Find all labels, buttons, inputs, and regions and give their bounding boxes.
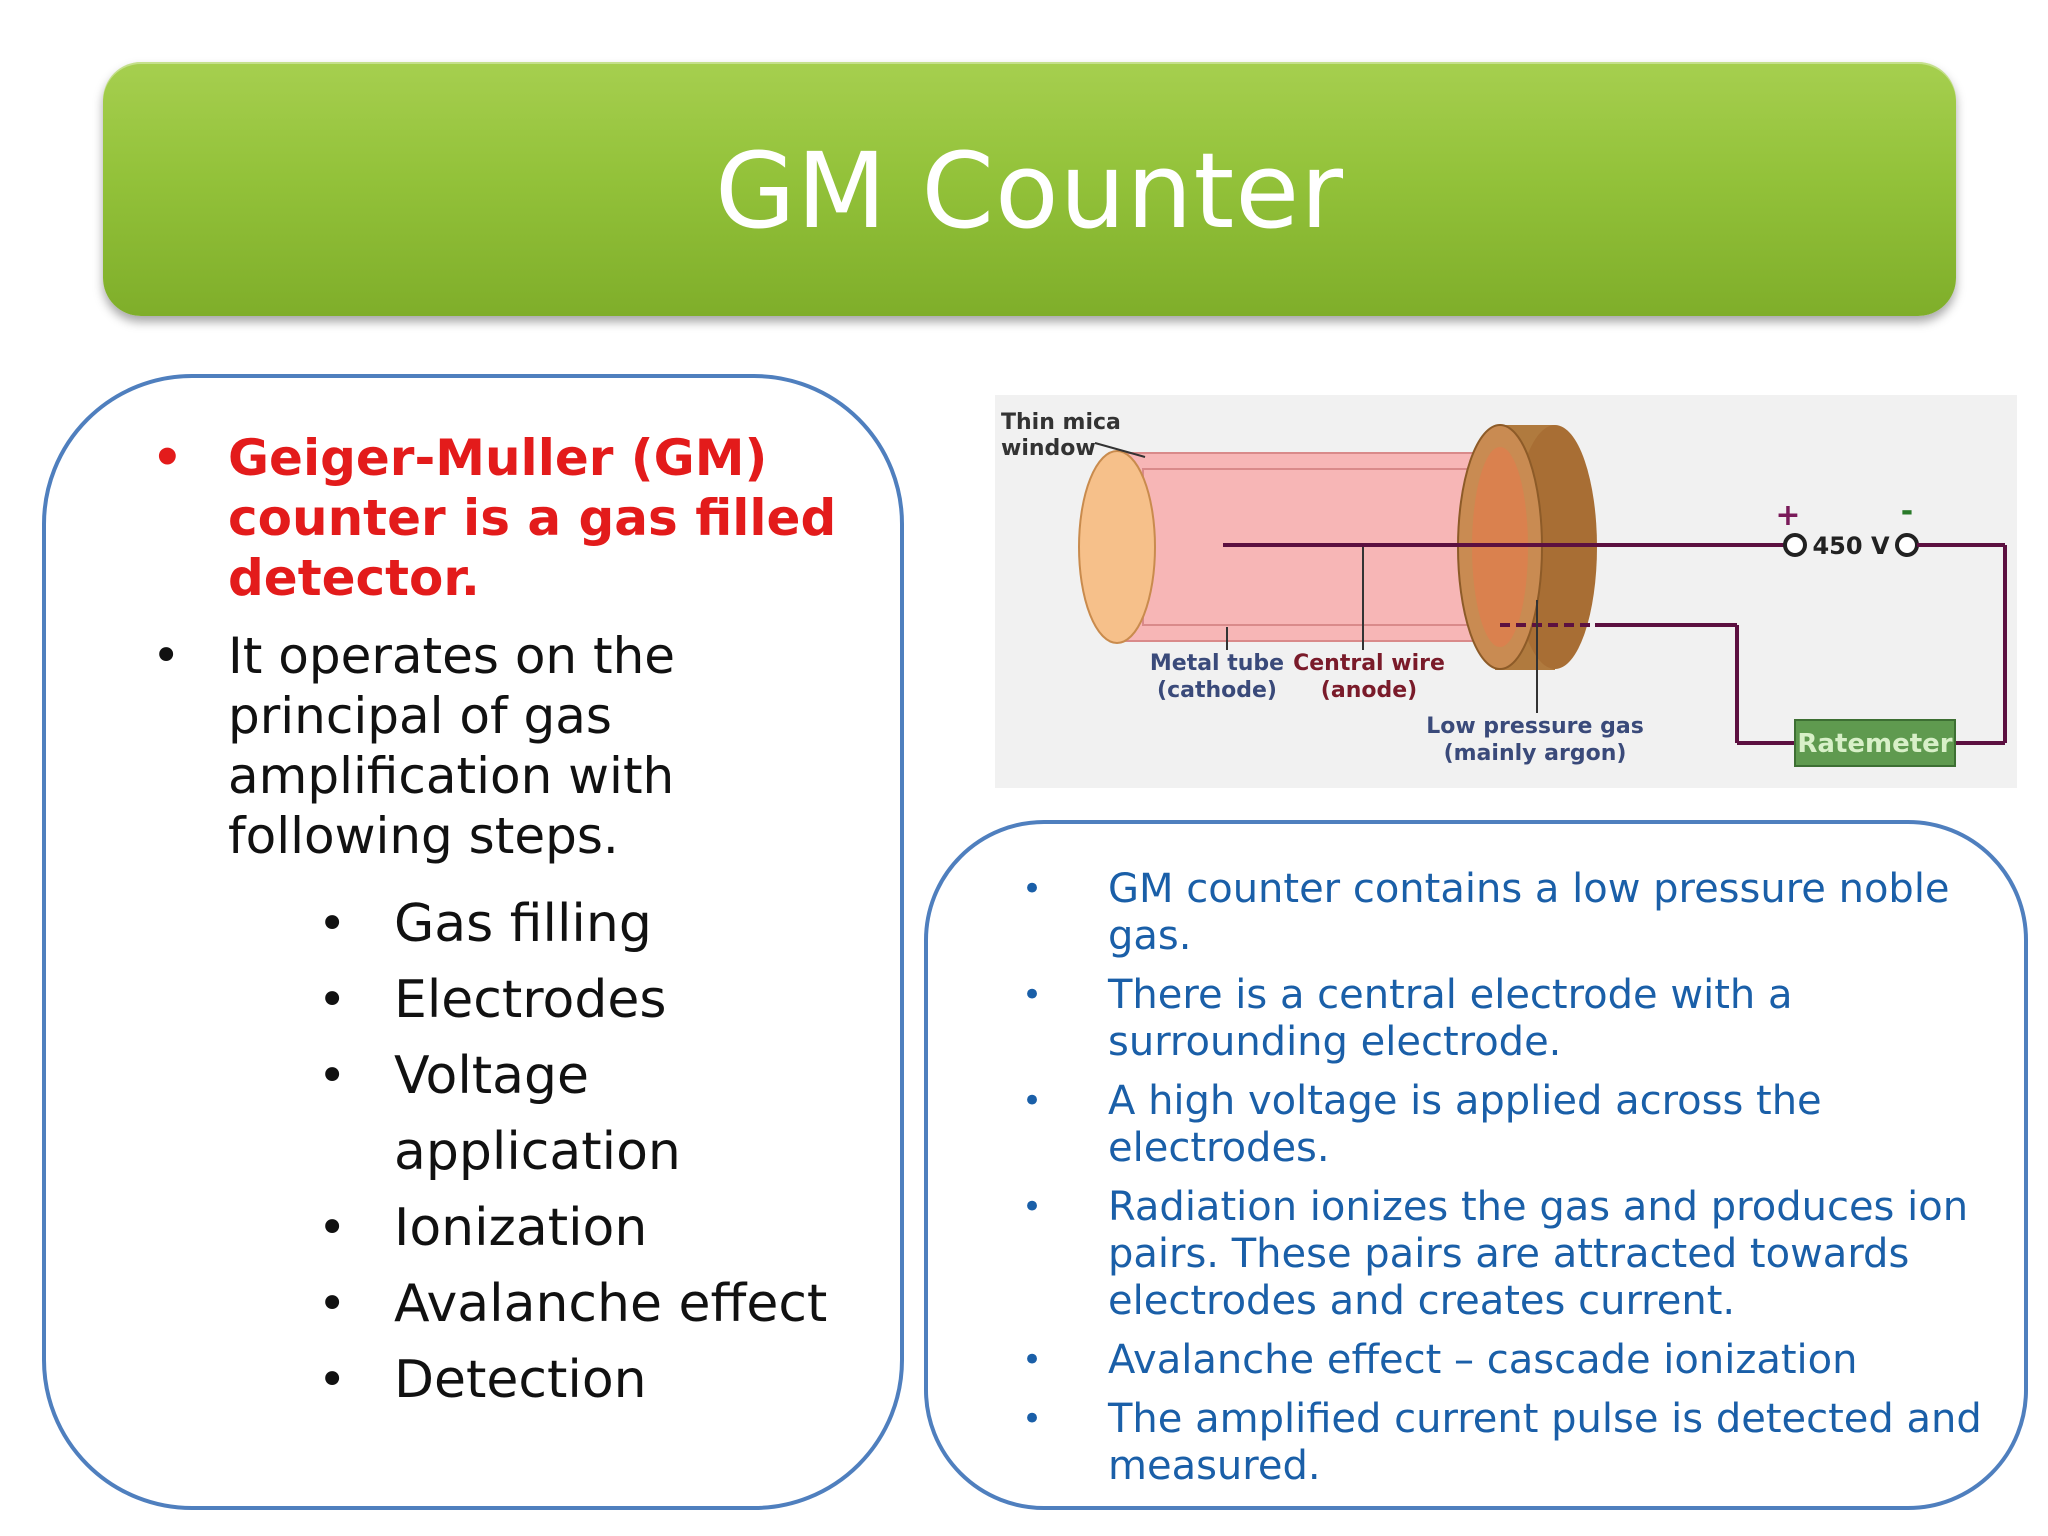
bullet-text: The amplified current pulse is detected … (1108, 1396, 1982, 1489)
bullet-icon: • (318, 972, 347, 1028)
list-item: • Avalanche effect – cascade ionization (978, 1337, 1998, 1384)
gm-tube-svg: Ratemeter + - 450 V Thin mica window Met… (1001, 410, 2007, 767)
list-item: • Ionization (228, 1190, 870, 1266)
bullet-text: There is a central electrode with a surr… (1108, 972, 1793, 1065)
bullet-icon: • (1022, 975, 1043, 1015)
bullet-icon: • (1022, 869, 1043, 909)
slide-title: GM Counter (715, 130, 1344, 252)
bullet-text: Avalanche effect – cascade ionization (1108, 1337, 1858, 1383)
list-item: • A high voltage is applied across the el… (978, 1078, 1998, 1172)
step-text: Voltage application (394, 1046, 681, 1182)
bullet-icon: • (1022, 1187, 1043, 1227)
list-item: • Gas filling (228, 886, 870, 962)
bullet-text: Geiger-Muller (GM) counter is a gas fill… (228, 429, 837, 607)
list-item: • Detection (228, 1342, 870, 1418)
bullet-icon: • (318, 1352, 347, 1408)
step-text: Detection (394, 1350, 647, 1410)
steps-list: • Gas filling • Electrodes • Voltage applic… (228, 886, 870, 1418)
step-text: Avalanche effect (394, 1274, 828, 1334)
bullet-icon: • (318, 896, 347, 952)
bullet-icon: • (318, 1048, 347, 1104)
list-item: • Voltage application (228, 1038, 870, 1190)
voltage-label: 450 V (1812, 532, 1889, 560)
right-content-box: • GM counter contains a low pressure nobl… (924, 820, 2028, 1510)
list-item: • Radiation ionizes the gas and produces … (978, 1184, 1998, 1325)
left-bullet-list: • Geiger-Muller (GM) counter is a gas fi… (110, 428, 870, 1436)
bullet-icon: • (1022, 1340, 1043, 1380)
window-label-line2: window (1001, 436, 1096, 461)
gas-label-line1: Low pressure gas (1426, 714, 1644, 739)
negative-terminal (1895, 533, 1919, 557)
bullet-icon: • (152, 628, 181, 684)
bullet-icon: • (1022, 1399, 1043, 1439)
positive-terminal (1783, 533, 1807, 557)
title-banner: GM Counter (103, 62, 1956, 316)
step-text: Ionization (394, 1198, 648, 1258)
list-item: • Geiger-Muller (GM) counter is a gas fi… (110, 428, 870, 608)
bullet-text: Radiation ionizes the gas and produces i… (1108, 1184, 1969, 1324)
minus-sign: - (1901, 494, 1913, 529)
ratemeter-label: Ratemeter (1797, 729, 1952, 759)
list-item: • The amplified current pulse is detected… (978, 1396, 1998, 1490)
bullet-text: A high voltage is applied across the ele… (1108, 1078, 1822, 1171)
gas-label-line2: (mainly argon) (1444, 741, 1627, 766)
wire-label-line1: Central wire (1293, 651, 1445, 676)
tube-label-line2: (cathode) (1157, 678, 1277, 703)
ratemeter-box (1794, 719, 1956, 767)
window-pointer (1094, 442, 1146, 458)
bullet-icon: • (318, 1276, 347, 1332)
bullet-icon: • (152, 430, 183, 486)
window-label-line1: Thin mica (1001, 410, 1121, 435)
gm-tube-diagram: Ratemeter + - 450 V Thin mica window Met… (995, 395, 2017, 788)
step-text: Gas filling (394, 894, 652, 954)
bullet-icon: • (318, 1200, 347, 1256)
bullet-text: It operates on the principal of gas ampl… (228, 627, 676, 865)
wire-label-line2: (anode) (1321, 678, 1417, 703)
list-item: • It operates on the principal of gas am… (110, 626, 870, 1418)
plus-sign: + (1775, 498, 1800, 533)
right-bullet-list: • GM counter contains a low pressure nobl… (978, 866, 1998, 1502)
list-item: • GM counter contains a low pressure nobl… (978, 866, 1998, 960)
list-item: • Electrodes (228, 962, 870, 1038)
bullet-text: GM counter contains a low pressure noble… (1108, 866, 1950, 959)
tube-label-line1: Metal tube (1150, 651, 1284, 676)
bullet-icon: • (1022, 1081, 1043, 1121)
left-content-box: • Geiger-Muller (GM) counter is a gas fi… (42, 374, 904, 1510)
step-text: Electrodes (394, 970, 667, 1030)
mica-window (1078, 450, 1156, 644)
list-item: • There is a central electrode with a sur… (978, 972, 1998, 1066)
list-item: • Avalanche effect (228, 1266, 870, 1342)
